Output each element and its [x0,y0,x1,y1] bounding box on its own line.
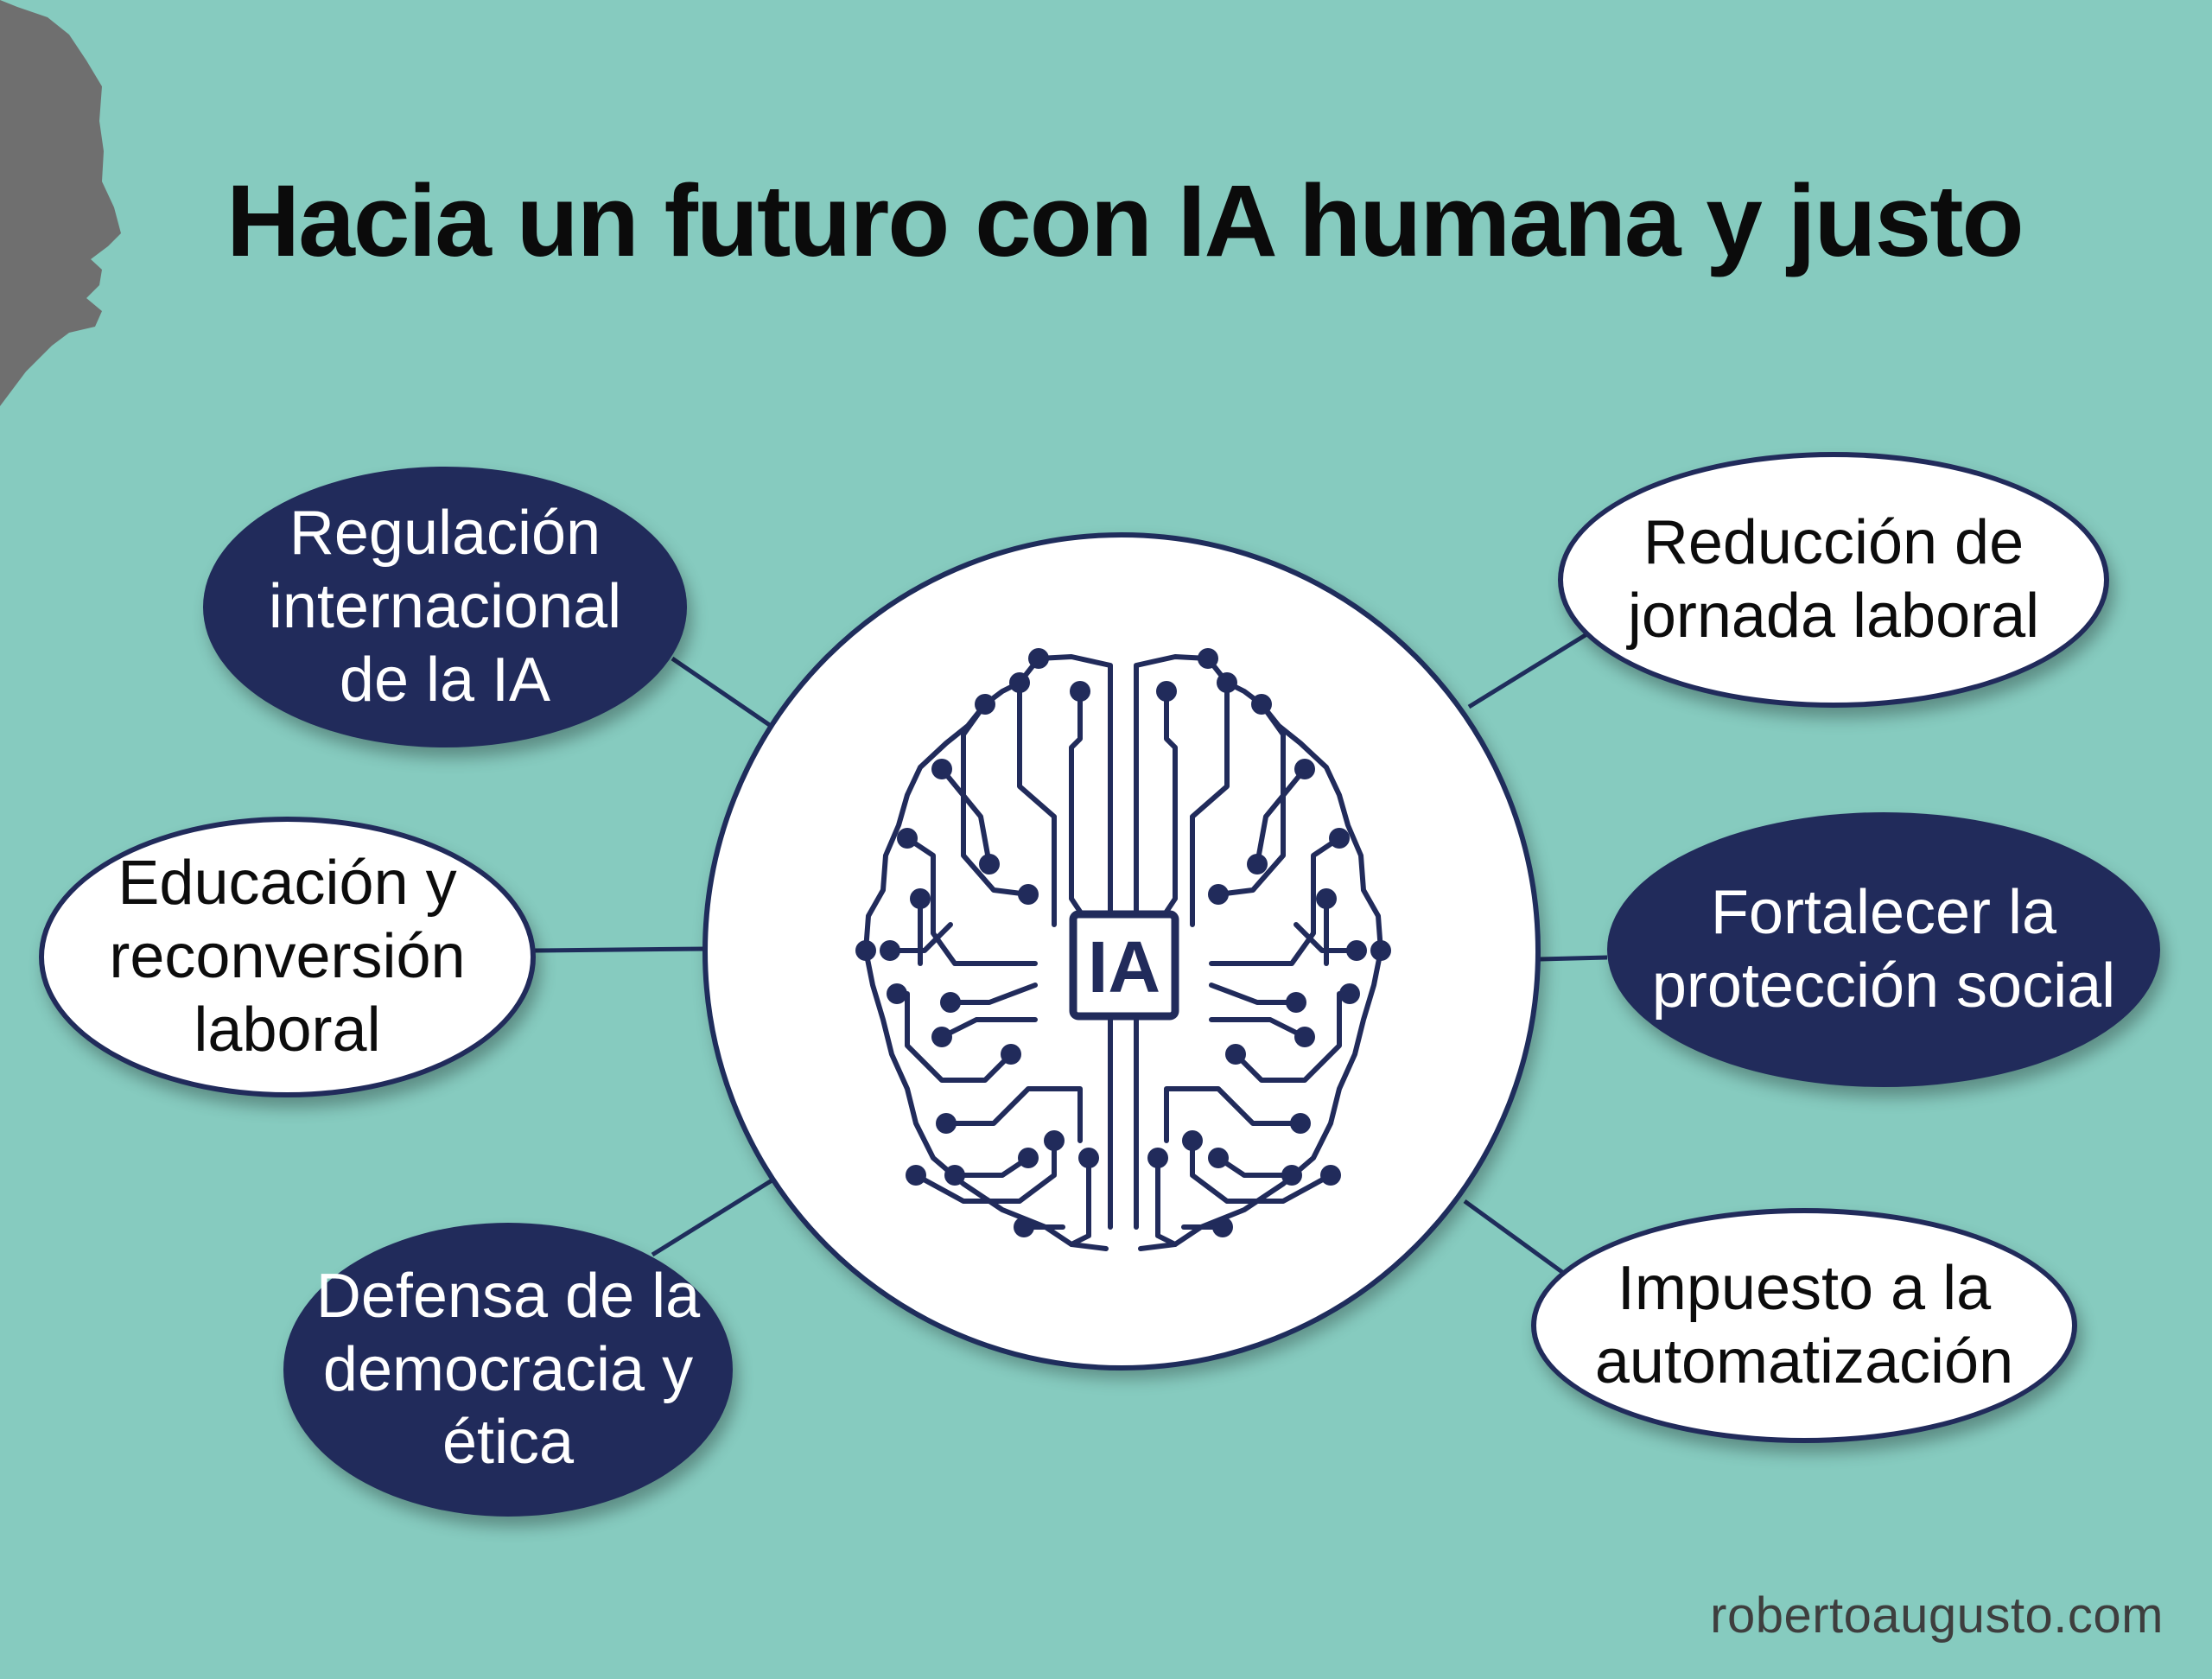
hub-label: IA [1088,926,1160,1008]
topic-defensa: Defensa de la democracia y ética [283,1223,733,1517]
watermark: robertoaugusto.com [1710,1587,2164,1644]
topic-defensa-label: Defensa de la democracia y ética [315,1261,701,1478]
topic-regulacion-label: Regulación internacional de la IA [268,499,622,715]
topic-reduccion: Reducción de jornada laboral [1558,452,2109,708]
topic-impuesto-label: Impuesto a la automatización [1594,1254,2014,1396]
topic-educacion: Educación y reconversión laboral [39,817,536,1097]
topic-reduccion-label: Reducción de jornada laboral [1627,508,2040,651]
connector-regulacion [671,656,775,730]
connector-impuesto [1463,1199,1567,1277]
connector-reduccion [1467,631,1590,709]
profile-silhouette-icon [0,0,121,406]
circuit-brain-icon: IA [855,648,1391,1251]
topic-impuesto: Impuesto a la automatización [1531,1208,2077,1443]
connector-educacion [533,946,708,953]
topic-proteccion-label: Fortalecer la protección social [1651,878,2116,1021]
topic-regulacion: Regulación internacional de la IA [203,467,687,747]
connector-defensa [651,1177,775,1257]
topic-proteccion: Fortalecer la protección social [1607,812,2160,1087]
page-title: Hacia un futuro con IA humana y justo [226,164,2024,278]
topic-educacion-label: Educación y reconversión laboral [109,849,466,1065]
connector-proteccion [1539,955,1608,962]
